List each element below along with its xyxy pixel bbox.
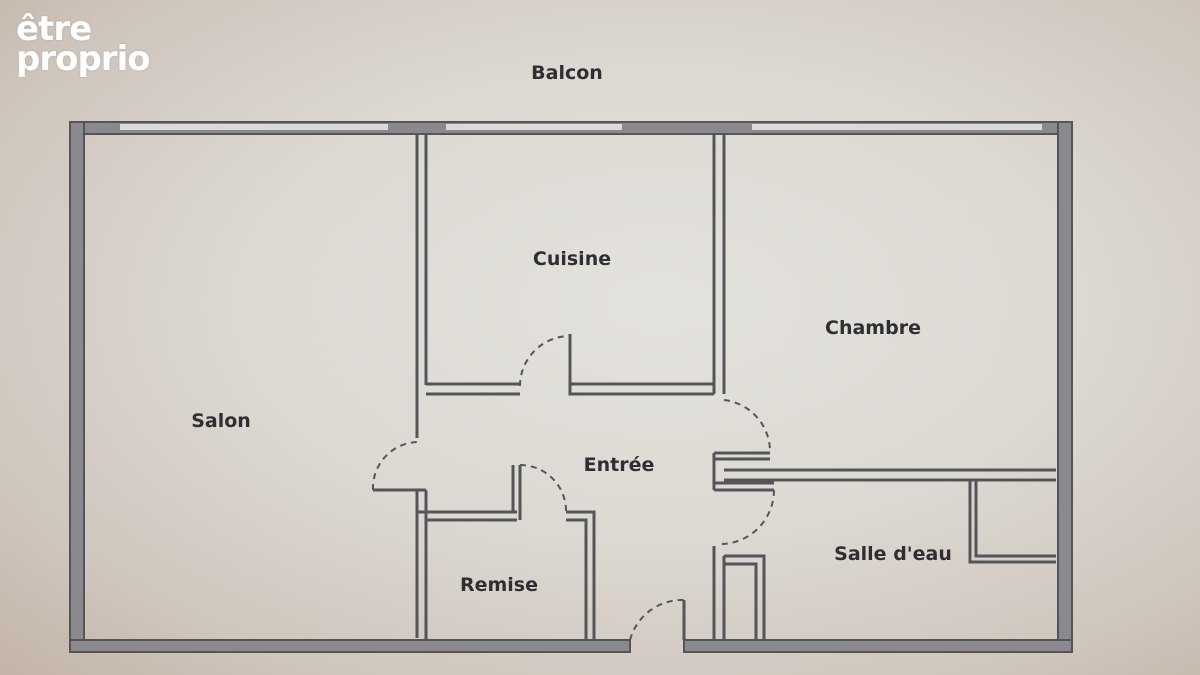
door-swings (371, 335, 775, 641)
inner-walls (373, 134, 1056, 640)
balcony-label: Balcon (531, 62, 603, 84)
outer-walls (69, 121, 1073, 653)
room-label-cuisine: Cuisine (533, 248, 611, 270)
etre-proprio-logo: être proprio (16, 9, 151, 79)
logo-line-1: être (16, 9, 92, 49)
logo-line-2: proprio (16, 39, 151, 79)
room-label-salle-eau: Salle d'eau (834, 543, 952, 565)
room-label-salon: Salon (191, 410, 251, 432)
room-label-chambre: Chambre (825, 317, 921, 339)
room-label-entree: Entrée (584, 454, 655, 476)
room-label-remise: Remise (460, 574, 538, 596)
